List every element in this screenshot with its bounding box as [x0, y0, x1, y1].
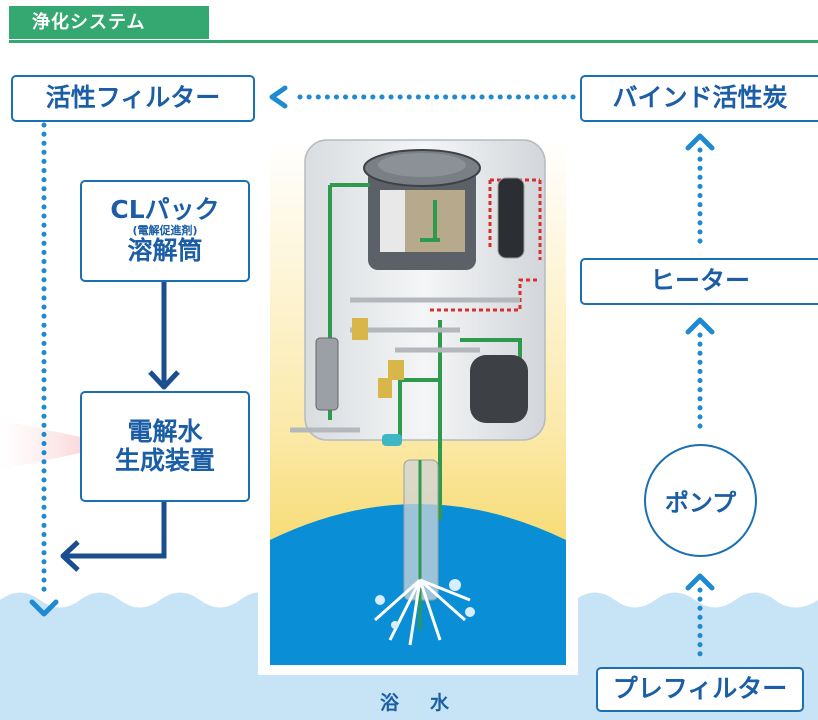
- pre-filter-box: プレフィルター: [596, 667, 804, 712]
- cl-pack-sub: 溶解筒: [127, 236, 203, 266]
- active-filter-box: 活性フィルター: [11, 75, 255, 122]
- header-rule: [9, 40, 818, 43]
- bind-carbon-box: バインド活性炭: [580, 75, 818, 122]
- electrolyzer-line2: 生成装置: [114, 445, 215, 475]
- left-chevron-icon: [269, 85, 288, 109]
- up-chevron-icon: [685, 317, 715, 335]
- up-chevron-icon: [685, 133, 715, 151]
- electrolyzer-line1: 電解水: [127, 416, 203, 446]
- cl-pack-title: CLパック: [110, 195, 220, 225]
- bath-water-label: 浴 水: [380, 692, 456, 714]
- heater-box: ヒーター: [580, 258, 818, 305]
- bind-carbon-label: バインド活性炭: [612, 83, 788, 113]
- machine-illustration: [290, 139, 546, 646]
- pre-filter-label: プレフィルター: [612, 674, 788, 704]
- pump-circle: ポンプ: [644, 444, 757, 557]
- electrolyzer-box: 電解水 生成装置: [80, 391, 250, 502]
- navy-down-arrow-icon: [148, 370, 180, 390]
- navy-left-arrow-icon: [60, 540, 80, 572]
- section-tag: 浄化システム: [9, 6, 209, 39]
- down-chevron-icon: [29, 599, 59, 617]
- pump-label: ポンプ: [664, 489, 737, 517]
- up-chevron-icon: [685, 573, 715, 591]
- heater-label: ヒーター: [649, 266, 750, 296]
- cl-pack-box: CLパック (電解促進剤) 溶解筒: [80, 180, 250, 282]
- active-filter-label: 活性フィルター: [45, 83, 221, 113]
- cl-pack-note: (電解促進剤): [132, 223, 198, 237]
